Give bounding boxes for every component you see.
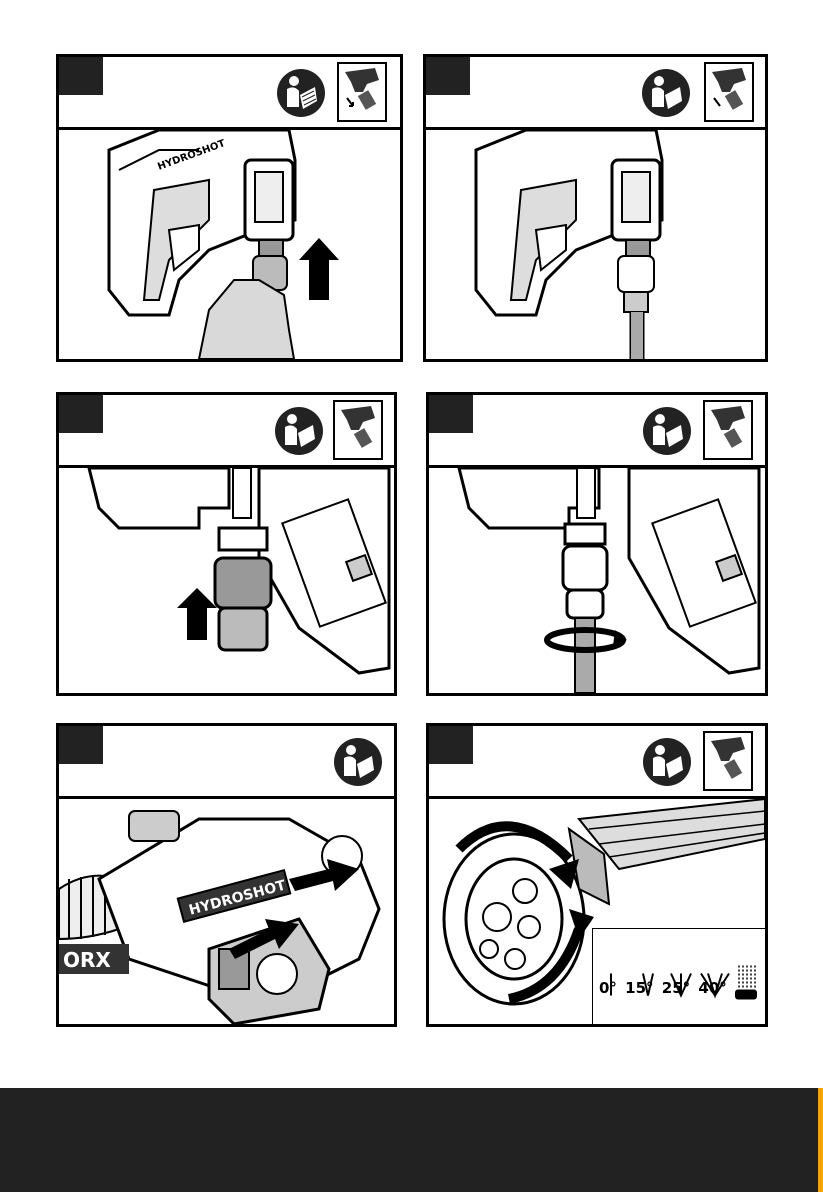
step-number-badge bbox=[429, 395, 473, 433]
step-illustration: HYDROSHOT ORX bbox=[59, 799, 394, 1024]
step-panel-6: 0° 15° 25° 40° bbox=[426, 723, 768, 1027]
step-panel-1: HYDROSHOT bbox=[56, 54, 403, 362]
step-header bbox=[59, 395, 394, 468]
step-number-badge bbox=[429, 726, 473, 764]
read-manual-icon bbox=[275, 67, 327, 119]
step-header bbox=[59, 57, 400, 130]
angle-label-15: 15° bbox=[625, 979, 653, 997]
worx-logo: ORX bbox=[59, 944, 129, 974]
read-manual-icon bbox=[332, 736, 384, 788]
step-illustration: HYDROSHOT bbox=[59, 130, 400, 359]
angle-label-0: 0° bbox=[599, 979, 617, 997]
angle-label-25: 25° bbox=[662, 979, 690, 997]
step-header bbox=[426, 57, 765, 130]
read-manual-icon bbox=[640, 67, 692, 119]
step-panel-5: HYDROSHOT ORX bbox=[56, 723, 397, 1027]
footer-accent-stripe bbox=[818, 1088, 823, 1192]
step-header bbox=[59, 726, 394, 799]
page-footer bbox=[0, 1088, 823, 1192]
spray-angle-labels: 0° 15° 25° 40° bbox=[599, 979, 759, 997]
step-illustration bbox=[426, 130, 765, 359]
svg-text:ORX: ORX bbox=[63, 948, 111, 972]
step-illustration: 0° 15° 25° 40° bbox=[429, 799, 765, 1024]
step-header bbox=[429, 395, 765, 468]
step-number-badge bbox=[426, 57, 470, 95]
step-number-badge bbox=[59, 726, 103, 764]
step-illustration bbox=[429, 468, 765, 693]
tool-diagram-icon bbox=[703, 731, 753, 791]
tool-diagram-icon bbox=[337, 62, 387, 122]
read-manual-icon bbox=[641, 736, 693, 788]
step-header bbox=[429, 726, 765, 799]
read-manual-icon bbox=[273, 405, 325, 457]
spray-angle-legend: 0° 15° 25° 40° bbox=[592, 928, 765, 1024]
read-manual-icon bbox=[641, 405, 693, 457]
angle-label-40: 40° bbox=[698, 979, 726, 997]
step-panel-3 bbox=[56, 392, 397, 696]
step-panel-2 bbox=[423, 54, 768, 362]
step-illustration bbox=[59, 468, 394, 693]
up-arrow-icon bbox=[177, 588, 217, 640]
up-arrow-icon bbox=[299, 238, 339, 300]
tool-diagram-icon bbox=[333, 400, 383, 460]
tool-diagram-icon bbox=[704, 62, 754, 122]
step-number-badge bbox=[59, 395, 103, 433]
tool-diagram-icon bbox=[703, 400, 753, 460]
step-number-badge bbox=[59, 57, 103, 95]
step-panel-4 bbox=[426, 392, 768, 696]
